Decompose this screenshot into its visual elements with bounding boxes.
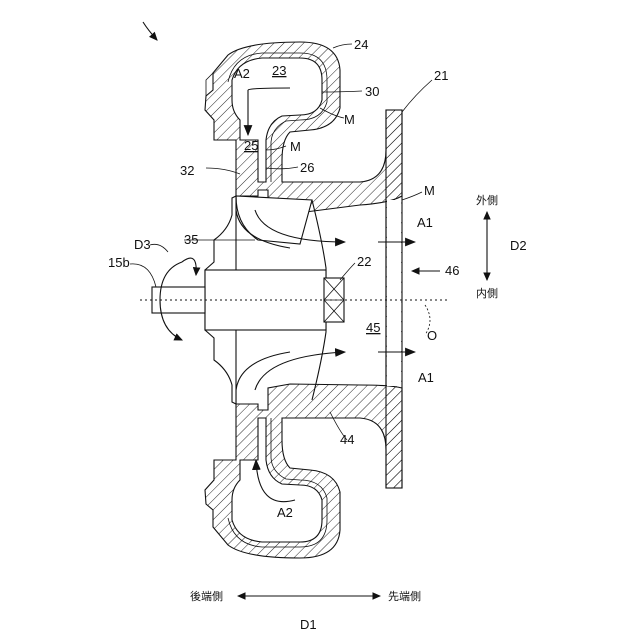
label-32: 32 xyxy=(180,163,194,178)
label-o: O xyxy=(427,328,437,343)
lower-scroll-housing xyxy=(205,384,402,558)
label-30: 30 xyxy=(365,84,379,99)
label-26: 26 xyxy=(300,160,314,175)
label-d1: D1 xyxy=(300,617,317,632)
label-22: 22 xyxy=(357,254,371,269)
label-23: 23 xyxy=(272,63,286,78)
label-rear-side: 後端側 xyxy=(190,589,223,603)
label-24: 24 xyxy=(354,37,368,52)
label-inner-side: 内側 xyxy=(476,286,498,300)
label-35: 35 xyxy=(184,232,198,247)
label-a1-top: A1 xyxy=(417,215,433,230)
label-a1-bottom: A1 xyxy=(418,370,434,385)
label-d3: D3 xyxy=(134,237,151,252)
label-45: 45 xyxy=(366,320,380,335)
label-m1: M xyxy=(344,112,355,127)
label-outer-side: 外側 xyxy=(476,194,498,207)
casing-opening xyxy=(387,200,401,386)
label-46: 46 xyxy=(445,263,459,278)
label-d2: D2 xyxy=(510,238,527,253)
label-15b: 15b xyxy=(108,255,130,270)
label-21: 21 xyxy=(434,68,448,83)
label-a2-top: A2 xyxy=(234,66,250,81)
label-44: 44 xyxy=(340,432,354,447)
label-25: 25 xyxy=(244,138,258,153)
label-m2: M xyxy=(290,139,301,154)
label-front-side: 先端側 xyxy=(388,590,421,603)
label-a2-bottom: A2 xyxy=(277,505,293,520)
label-m3: M xyxy=(424,183,435,198)
